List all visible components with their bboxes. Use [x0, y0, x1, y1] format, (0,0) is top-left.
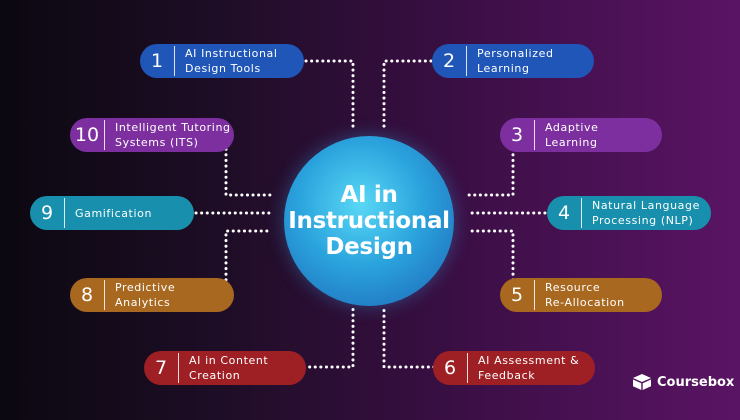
item-4-label: Natural Language Processing (NLP)	[592, 199, 700, 227]
connector-10	[224, 136, 274, 197]
item-5-label: Resource Re-Allocation	[545, 281, 625, 309]
item-6-pill: 6 AI Assessment & Feedback	[433, 351, 595, 385]
item-3-label: Adaptive Learning	[545, 121, 599, 149]
connector-6	[382, 306, 436, 369]
item-10-label: Intelligent Tutoring Systems (ITS)	[115, 121, 231, 149]
item-1-number: 1	[140, 46, 175, 76]
item-7-pill: 7 AI in Content Creation	[144, 351, 306, 385]
item-6-number: 6	[433, 353, 468, 383]
brand-name: Coursebox	[657, 374, 735, 390]
item-2-label: Personalized Learning	[477, 47, 554, 75]
item-1-label: AI Instructional Design Tools	[185, 47, 278, 75]
item-9-number: 9	[30, 198, 65, 228]
hub-title: AI in Instructional Design	[288, 182, 450, 260]
item-7-label: AI in Content Creation	[189, 354, 269, 382]
brand-logo: Coursebox	[632, 373, 734, 391]
item-10-number: 10	[70, 120, 105, 150]
connector-1	[304, 59, 355, 129]
item-3-pill: 3 Adaptive Learning	[500, 118, 662, 152]
item-3-number: 3	[500, 120, 535, 150]
item-5-pill: 5 Resource Re-Allocation	[500, 278, 662, 312]
item-1-pill: 1 AI Instructional Design Tools	[140, 44, 304, 78]
connector-7	[302, 306, 355, 369]
connector-2	[382, 59, 433, 129]
item-7-number: 7	[144, 353, 179, 383]
center-hub: AI in Instructional Design	[284, 136, 454, 306]
item-6-label: AI Assessment & Feedback	[478, 354, 580, 382]
item-8-number: 8	[70, 280, 105, 310]
item-9-label: Gamification	[75, 206, 153, 220]
item-2-number: 2	[432, 46, 467, 76]
item-8-pill: 8 Predictive Analytics	[70, 278, 234, 312]
box-icon	[633, 374, 651, 390]
item-8-label: Predictive Analytics	[115, 281, 176, 309]
item-4-number: 4	[547, 198, 582, 228]
connector-5	[465, 229, 515, 293]
item-4-pill: 4 Natural Language Processing (NLP)	[547, 196, 711, 230]
connector-8	[224, 229, 274, 293]
connector-3	[465, 136, 515, 197]
item-5-number: 5	[500, 280, 535, 310]
item-9-pill: 9 Gamification	[30, 196, 194, 230]
item-2-pill: 2 Personalized Learning	[432, 44, 594, 78]
item-10-pill: 10 Intelligent Tutoring Systems (ITS)	[70, 118, 234, 152]
